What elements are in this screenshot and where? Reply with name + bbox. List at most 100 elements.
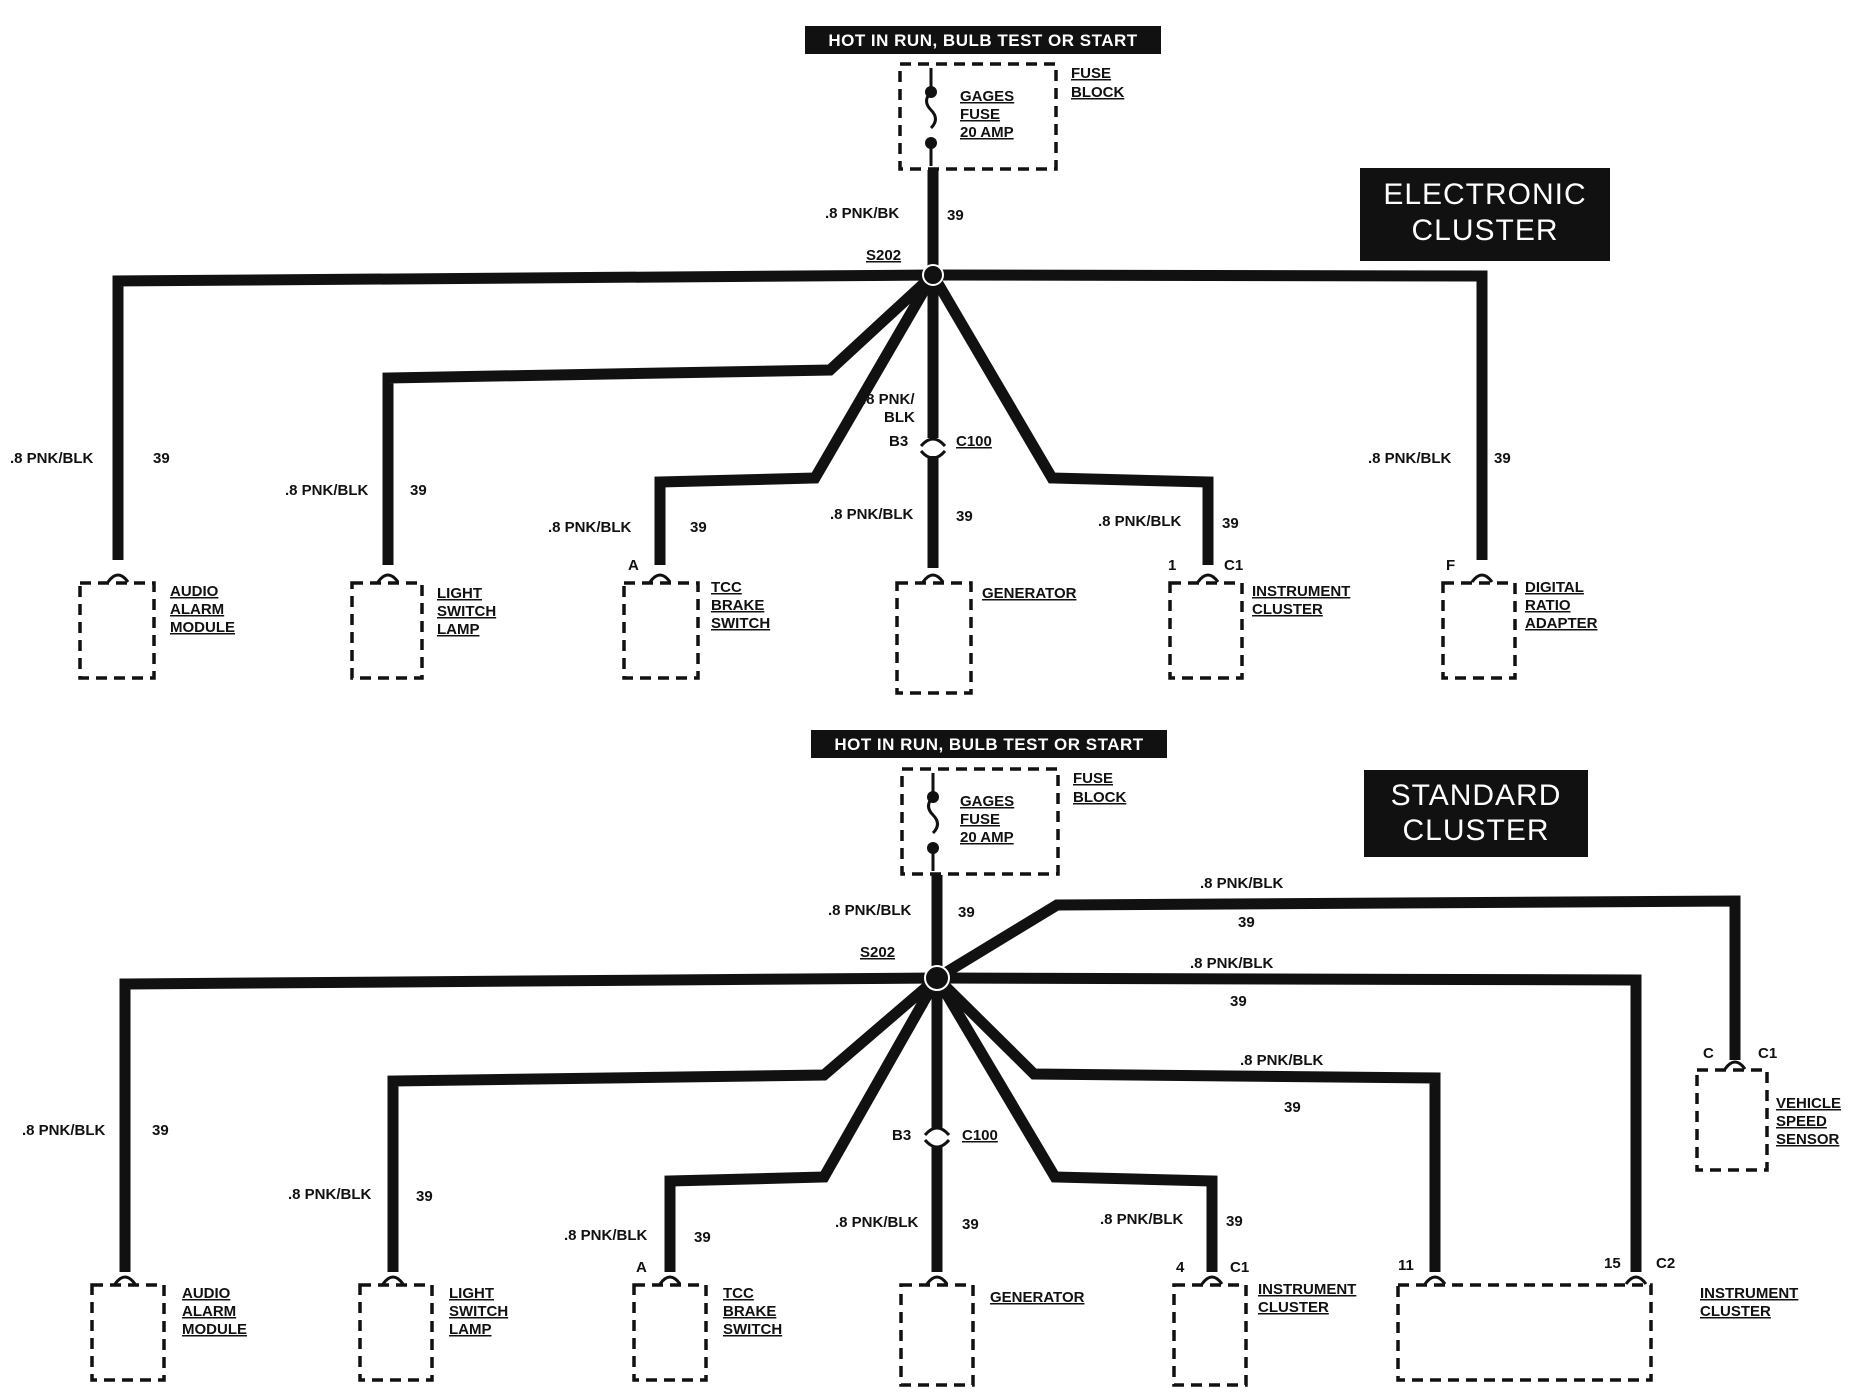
wire-to-tcc-brake	[654, 272, 938, 565]
terminal-icon	[1200, 1275, 1224, 1285]
splice-s202-icon	[922, 264, 944, 286]
std-light-label-3: LAMP	[449, 1321, 492, 1338]
electronic-fuse-block	[898, 62, 1058, 171]
fuse-block-label-2: BLOCK	[1071, 84, 1124, 101]
std-splice-label: S202	[860, 944, 895, 961]
std-cluster-label-2: CLUSTER	[1258, 1299, 1329, 1316]
std-splice-s202-icon	[924, 965, 950, 991]
dra-label-3: ADAPTER	[1525, 615, 1598, 632]
std-vss-circuit-label: 39	[1238, 914, 1255, 931]
instrument-cluster-box	[1168, 581, 1244, 680]
std-big-cluster-label-1: INSTRUMENT	[1700, 1285, 1798, 1302]
std-wire-to-cluster-pin11	[933, 974, 1441, 1272]
standard-hot-banner-text: HOT IN RUN, BULB TEST OR START	[834, 735, 1143, 754]
std-fuse-label-1: GAGES	[960, 793, 1014, 810]
std-vss-label-1: VEHICLE	[1776, 1095, 1841, 1112]
terminal-icon	[376, 573, 400, 583]
std-vss-pin-label: C	[1703, 1045, 1714, 1062]
std-big-cluster-pin-a: 11	[1398, 1257, 1414, 1274]
std-vss-label-2: SPEED	[1776, 1113, 1827, 1130]
tcc-wire-label: .8 PNK/BLK	[548, 519, 632, 536]
std-wire-to-instrument-c1	[932, 975, 1218, 1272]
dra-wire-label: .8 PNK/BLK	[1368, 450, 1452, 467]
std-pin15-wire-label: .8 PNK/BLK	[1190, 955, 1274, 972]
std-tcc-pin-label: A	[636, 1259, 647, 1276]
std-generator-circuit-label: 39	[962, 1216, 979, 1233]
light-label-1: LIGHT	[437, 585, 482, 602]
c100-pin-label: B3	[889, 433, 908, 450]
light-label-3: LAMP	[437, 621, 480, 638]
generator-circuit-label: 39	[956, 508, 973, 525]
terminal-icon	[648, 573, 672, 583]
tcc-pin-label: A	[628, 557, 639, 574]
cluster-label-1: INSTRUMENT	[1252, 583, 1350, 600]
std-big-cluster-conn-b: C2	[1656, 1255, 1675, 1272]
light-switch-lamp-box	[350, 581, 424, 680]
terminal-icon	[1624, 1275, 1648, 1285]
std-generator-box	[899, 1283, 975, 1387]
std-tcc-label-2: BRAKE	[723, 1303, 776, 1320]
cluster-pin-label: 1	[1168, 557, 1176, 574]
dra-label-2: RATIO	[1525, 597, 1571, 614]
std-vss-label-3: SENSOR	[1776, 1131, 1840, 1148]
std-cluster-pin-label: 4	[1176, 1259, 1185, 1276]
electronic-title-line1: ELECTRONIC	[1383, 178, 1586, 211]
std-light-wire-label: .8 PNK/BLK	[288, 1186, 372, 1203]
wire-to-instrument-cluster	[928, 272, 1214, 565]
generator-box	[895, 581, 973, 695]
c100-wire-label-1: .8 PNK/	[862, 391, 915, 408]
electronic-title-block	[1360, 168, 1610, 261]
electronic-cluster-diagram: ELECTRONIC CLUSTER HOT IN RUN, BULB TEST…	[10, 26, 1610, 695]
standard-hot-banner	[811, 730, 1167, 758]
terminal-icon	[106, 573, 130, 583]
std-pin15-circuit-label: 39	[1230, 993, 1247, 1010]
tcc-label-1: TCC	[711, 579, 742, 596]
terminal-icon	[381, 1275, 405, 1285]
std-big-cluster-pin-b: 15	[1604, 1255, 1621, 1272]
std-cluster-wire-label: .8 PNK/BLK	[1100, 1211, 1184, 1228]
audio-alarm-module-box	[78, 581, 156, 680]
std-audio-label-1: AUDIO	[182, 1285, 231, 1302]
standard-title-line1: STANDARD	[1391, 779, 1562, 812]
audio-label-1: AUDIO	[170, 583, 219, 600]
audio-wire-label: .8 PNK/BLK	[10, 450, 94, 467]
connector-c100-icon	[919, 437, 947, 460]
dra-pin-label: F	[1446, 557, 1455, 574]
electronic-title-line2: CLUSTER	[1411, 214, 1558, 247]
std-vss-wire-label: .8 PNK/BLK	[1200, 875, 1284, 892]
std-pin11-circuit-label: 39	[1284, 1099, 1301, 1116]
fuse-label-3: 20 AMP	[960, 124, 1014, 141]
generator-label: GENERATOR	[982, 585, 1077, 602]
audio-label-3: MODULE	[170, 619, 235, 636]
dra-label-1: DIGITAL	[1525, 579, 1584, 596]
std-light-label-1: LIGHT	[449, 1285, 494, 1302]
tcc-circuit-label: 39	[690, 519, 707, 536]
std-wire-to-audio-alarm	[119, 972, 938, 1272]
audio-circuit-label: 39	[153, 450, 170, 467]
electronic-splice-label: S202	[866, 247, 901, 264]
std-vss-conn-label: C1	[1758, 1045, 1777, 1062]
terminal-icon	[1196, 573, 1220, 583]
terminal-icon	[1723, 1060, 1747, 1070]
std-connector-c100-icon	[923, 1126, 951, 1149]
std-pin11-wire-label: .8 PNK/BLK	[1240, 1052, 1324, 1069]
std-light-label-2: SWITCH	[449, 1303, 508, 1320]
std-light-switch-lamp-box	[358, 1283, 434, 1382]
audio-label-2: ALARM	[170, 601, 224, 618]
std-fuse-label-3: 20 AMP	[960, 829, 1014, 846]
fuse-terminal-icon	[927, 791, 939, 803]
std-fuse-block-label-2: BLOCK	[1073, 789, 1126, 806]
std-audio-wire-label: .8 PNK/BLK	[22, 1122, 106, 1139]
electronic-feed-circuit: 39	[947, 207, 964, 224]
std-cluster-label-1: INSTRUMENT	[1258, 1281, 1356, 1298]
std-tcc-brake-switch-box	[632, 1283, 708, 1382]
cluster-label-2: CLUSTER	[1252, 601, 1323, 618]
standard-title-block	[1364, 770, 1588, 857]
standard-fuse-block	[900, 767, 1060, 876]
std-wire-to-tcc-brake	[664, 975, 942, 1272]
c100-name-label: C100	[956, 433, 992, 450]
std-wire-to-vehicle-speed	[934, 895, 1741, 1060]
std-tcc-circuit-label: 39	[694, 1229, 711, 1246]
c100-wire-label-2: BLK	[884, 409, 915, 426]
